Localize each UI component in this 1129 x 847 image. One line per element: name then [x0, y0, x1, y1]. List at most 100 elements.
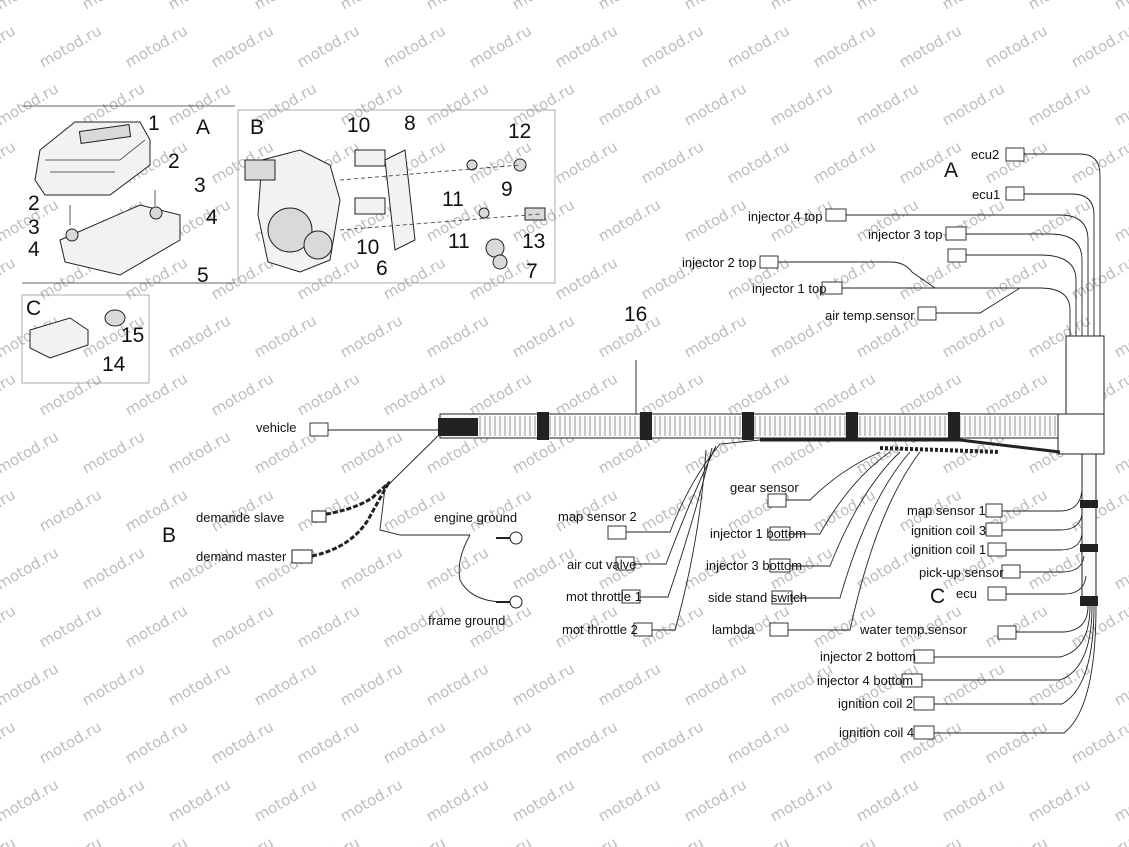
watermark-text: motod.ru [1111, 659, 1129, 709]
lower-branch-wires [626, 360, 921, 631]
connector-ecu2[interactable] [1005, 147, 1025, 162]
connector-map-sensor-1[interactable] [985, 503, 1003, 518]
watermark-text: motod.ru [79, 0, 148, 13]
label-map-sensor-1: map sensor 1 [907, 503, 986, 518]
part-number: 12 [508, 120, 531, 143]
part-number: 9 [501, 178, 513, 201]
watermark-text: motod.ru [294, 601, 363, 651]
watermark-text: motod.ru [595, 0, 664, 13]
watermark-text: motod.ru [509, 659, 578, 709]
parts-panel-a [22, 105, 235, 284]
label-injector-2-top: injector 2 top [682, 255, 756, 270]
watermark-text: motod.ru [552, 21, 621, 71]
connector-air-temp-sensor[interactable] [917, 306, 937, 321]
watermark-text: motod.ru [0, 659, 62, 709]
watermark-text: motod.ru [79, 659, 148, 709]
connector-injector-3-bottom[interactable] [769, 558, 791, 573]
ecu-bracket-icon [59, 204, 181, 276]
watermark-text: motod.ru [724, 717, 793, 767]
label-ignition-coil-3: ignition coil 3 [911, 523, 986, 538]
part-number: 10 [347, 114, 370, 137]
watermark-text: motod.ru [595, 195, 664, 245]
section-letter: A [196, 116, 210, 139]
connector-demand-master[interactable] [291, 549, 313, 564]
section-letter: B [250, 116, 264, 139]
watermark-text: motod.ru [1068, 137, 1129, 187]
connector-mot-throttle-1[interactable] [621, 589, 641, 604]
watermark-text: motod.ru [638, 369, 707, 419]
watermark-text: motod.ru [724, 833, 793, 847]
watermark-text: motod.ru [939, 775, 1008, 825]
connector-lambda[interactable] [769, 622, 789, 637]
label-pick-up-sensor: pick-up sensor [919, 565, 1004, 580]
watermark-text: motod.ru [896, 21, 965, 71]
label-injector-3-bottom: injector 3 bottom [706, 558, 802, 573]
label-map-sensor-2: map sensor 2 [558, 509, 637, 524]
watermark-text: motod.ru [380, 369, 449, 419]
watermark-text: motod.ru [294, 717, 363, 767]
part-number: 2 [168, 150, 180, 173]
control-unit-c-icon [29, 317, 89, 359]
grommet-icon [104, 309, 126, 327]
watermark-text: motod.ru [79, 427, 148, 477]
label-frame-ground: frame ground [428, 613, 505, 628]
connector-injector-4-top[interactable] [825, 208, 847, 222]
watermark-text: motod.ru [681, 195, 750, 245]
watermark-text: motod.ru [1068, 833, 1129, 847]
watermark-text: motod.ru [0, 601, 19, 651]
connector-injector-3-top[interactable] [945, 226, 967, 241]
connector-air-cut-valve[interactable] [615, 556, 635, 571]
connector-injector-1-bottom[interactable] [769, 526, 791, 541]
watermark-text: motod.ru [595, 79, 664, 129]
connector-map-sensor-2[interactable] [607, 525, 627, 540]
connector-ignition-coil-3[interactable] [985, 522, 1003, 537]
connector-ecu1[interactable] [1005, 186, 1025, 201]
connector-ecu-c[interactable] [987, 586, 1007, 601]
connector-pick-up-sensor[interactable] [1001, 564, 1021, 579]
watermark-text: motod.ru [939, 0, 1008, 13]
watermark-text: motod.ru [638, 21, 707, 71]
watermark-text: motod.ru [1111, 775, 1129, 825]
connector-ignition-coil-1[interactable] [987, 542, 1007, 557]
watermark-text: motod.ru [466, 369, 535, 419]
connector-ignition-coil-2[interactable] [913, 696, 935, 711]
main-harness [438, 335, 1105, 606]
connector-mot-throttle-2[interactable] [633, 622, 653, 637]
connector-side-stand-switch[interactable] [771, 590, 793, 605]
watermark-text: motod.ru [423, 0, 492, 13]
part-number: 5 [197, 264, 209, 287]
watermark-text: motod.ru [0, 369, 19, 419]
label-gear-sensor: gear sensor [730, 480, 799, 495]
watermark-text: motod.ru [294, 21, 363, 71]
watermark-text: motod.ru [0, 485, 19, 535]
connector-gear-sensor[interactable] [767, 493, 787, 508]
connector-ignition-coil-4[interactable] [913, 725, 935, 740]
watermark-text: motod.ru [208, 833, 277, 847]
connector-injector-1-top[interactable] [821, 281, 843, 295]
connector-injector-2-top[interactable] [759, 255, 779, 269]
label-injector-3-top: injector 3 top [868, 227, 942, 242]
watermark-text: motod.ru [638, 485, 707, 535]
watermark-text: motod.ru [0, 833, 19, 847]
watermark-text: motod.ru [36, 485, 105, 535]
watermark-text: motod.ru [0, 79, 62, 129]
watermark-text: motod.ru [853, 775, 922, 825]
connector-vehicle[interactable] [309, 422, 329, 437]
connector-water-temp-sensor[interactable] [997, 625, 1017, 640]
watermark-text: motod.ru [466, 717, 535, 767]
watermark-text: motod.ru [423, 775, 492, 825]
watermark-text: motod.ru [1068, 21, 1129, 71]
connector-demande-slave[interactable] [311, 510, 327, 523]
connector-injector-2-bottom[interactable] [913, 649, 935, 664]
parts-panel-b [237, 109, 556, 284]
connector-unlabeled[interactable] [947, 248, 967, 263]
watermark-text: motod.ru [208, 601, 277, 651]
watermark-text: motod.ru [0, 0, 62, 13]
label-ignition-coil-4: ignition coil 4 [839, 725, 914, 740]
connector-injector-4-bottom[interactable] [901, 673, 923, 688]
watermark-text: motod.ru [122, 601, 191, 651]
section-letter: C [930, 585, 945, 608]
watermark-text: motod.ru [0, 427, 62, 477]
watermark-text: motod.ru [423, 79, 492, 129]
